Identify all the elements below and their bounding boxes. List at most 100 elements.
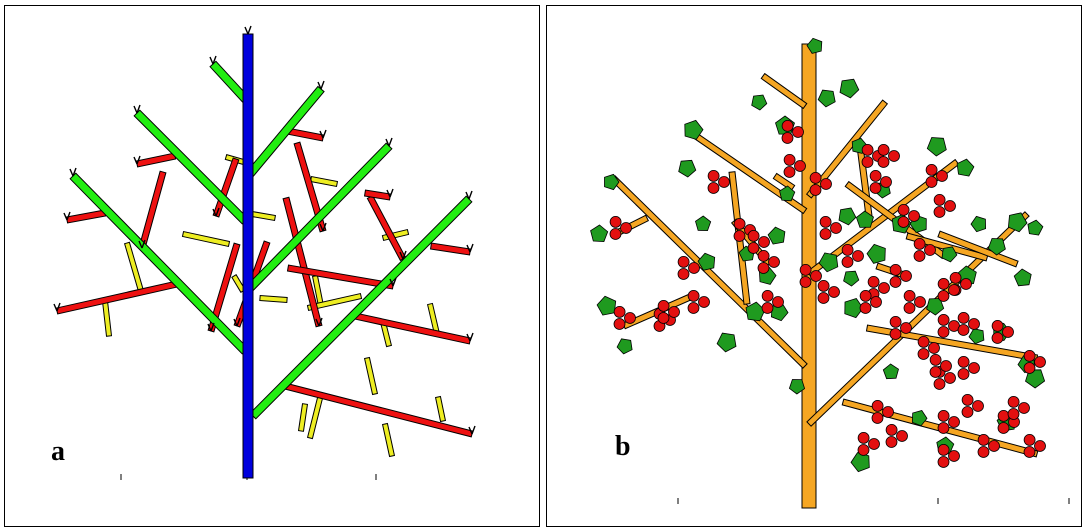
branches-order-1	[69, 60, 473, 420]
branch-order-2	[55, 280, 179, 315]
flower	[871, 399, 884, 412]
flower	[859, 289, 872, 302]
flower	[828, 286, 840, 298]
terminal-bud	[315, 317, 323, 327]
flower	[718, 176, 730, 188]
flower	[977, 446, 990, 458]
terminal-bud	[465, 190, 473, 200]
flower	[761, 302, 774, 314]
terminal-bud	[319, 129, 327, 139]
flower	[972, 400, 984, 412]
flower	[859, 302, 872, 314]
leaf	[716, 332, 737, 353]
flower	[977, 433, 990, 446]
flower	[733, 217, 746, 230]
flower	[900, 270, 912, 282]
leaf	[838, 207, 857, 226]
flower	[929, 353, 942, 366]
branch-order-1	[246, 85, 325, 178]
flowers-b	[609, 120, 1046, 468]
leaf	[844, 298, 864, 319]
leaf	[839, 78, 860, 99]
flower	[870, 296, 882, 308]
flower	[620, 222, 632, 234]
flower	[799, 263, 812, 276]
leaf	[604, 173, 620, 191]
leaf	[745, 301, 766, 322]
branch-order-2	[135, 152, 177, 168]
leaf	[1025, 369, 1046, 389]
flower	[882, 406, 894, 418]
tree-diagram-a	[53, 25, 476, 480]
flower	[698, 296, 710, 308]
flower	[917, 335, 930, 348]
branch-order-2	[282, 196, 323, 328]
twig-order-3	[250, 210, 277, 222]
flower	[1002, 326, 1014, 338]
leaf	[590, 224, 609, 243]
terminal-bud	[466, 243, 474, 253]
flower	[1023, 349, 1036, 362]
branch-order-2	[353, 312, 472, 345]
terminal-bud	[385, 137, 393, 147]
leaf	[616, 338, 633, 355]
leaf	[788, 379, 806, 395]
flower	[937, 290, 950, 302]
flower	[733, 230, 746, 242]
branch-order-2	[138, 170, 167, 250]
flower	[997, 422, 1010, 434]
flower	[609, 215, 622, 228]
flower	[997, 409, 1010, 422]
branch	[865, 324, 1039, 362]
panel-label-b: b	[615, 431, 631, 462]
flower	[867, 275, 880, 288]
leaf	[926, 298, 945, 316]
twig-order-3	[297, 403, 309, 432]
flower	[688, 262, 700, 274]
flower	[1007, 408, 1020, 420]
terminal-bud	[317, 80, 325, 90]
twig-order-3	[181, 230, 231, 248]
flower	[878, 282, 890, 294]
flower	[857, 431, 870, 444]
flower	[877, 143, 890, 156]
leaf	[767, 226, 786, 245]
flower	[783, 153, 796, 166]
flower	[937, 326, 950, 338]
terminal-bud	[244, 25, 252, 35]
trunk-a	[242, 33, 254, 479]
branch-order-2	[293, 141, 327, 233]
flower	[761, 289, 774, 302]
flower	[991, 319, 1004, 332]
branch	[937, 230, 1019, 268]
terminal-bud	[69, 167, 77, 177]
leaf	[817, 89, 836, 108]
flower	[968, 362, 980, 374]
twig-order-3	[306, 396, 324, 440]
branch-order-2	[366, 194, 407, 262]
flower	[819, 228, 832, 240]
flower	[609, 228, 622, 240]
flower	[1007, 395, 1020, 408]
trunk	[801, 43, 817, 509]
flower	[957, 324, 970, 336]
twig-order-3	[381, 422, 396, 458]
panel-b: b	[546, 5, 1082, 527]
terminal-bud	[389, 277, 397, 287]
flower	[948, 284, 960, 296]
flower	[783, 166, 796, 178]
flower	[913, 237, 926, 250]
leaf	[779, 185, 796, 202]
flower	[861, 143, 874, 156]
twig-order-3	[306, 292, 363, 312]
flower	[968, 318, 980, 330]
flower	[914, 296, 926, 308]
leaf	[926, 137, 947, 157]
flower	[897, 203, 910, 216]
flower	[957, 368, 970, 380]
flower	[889, 328, 902, 340]
flower	[908, 210, 920, 222]
leaf	[956, 158, 975, 177]
flower	[817, 292, 830, 304]
flower	[937, 422, 950, 434]
